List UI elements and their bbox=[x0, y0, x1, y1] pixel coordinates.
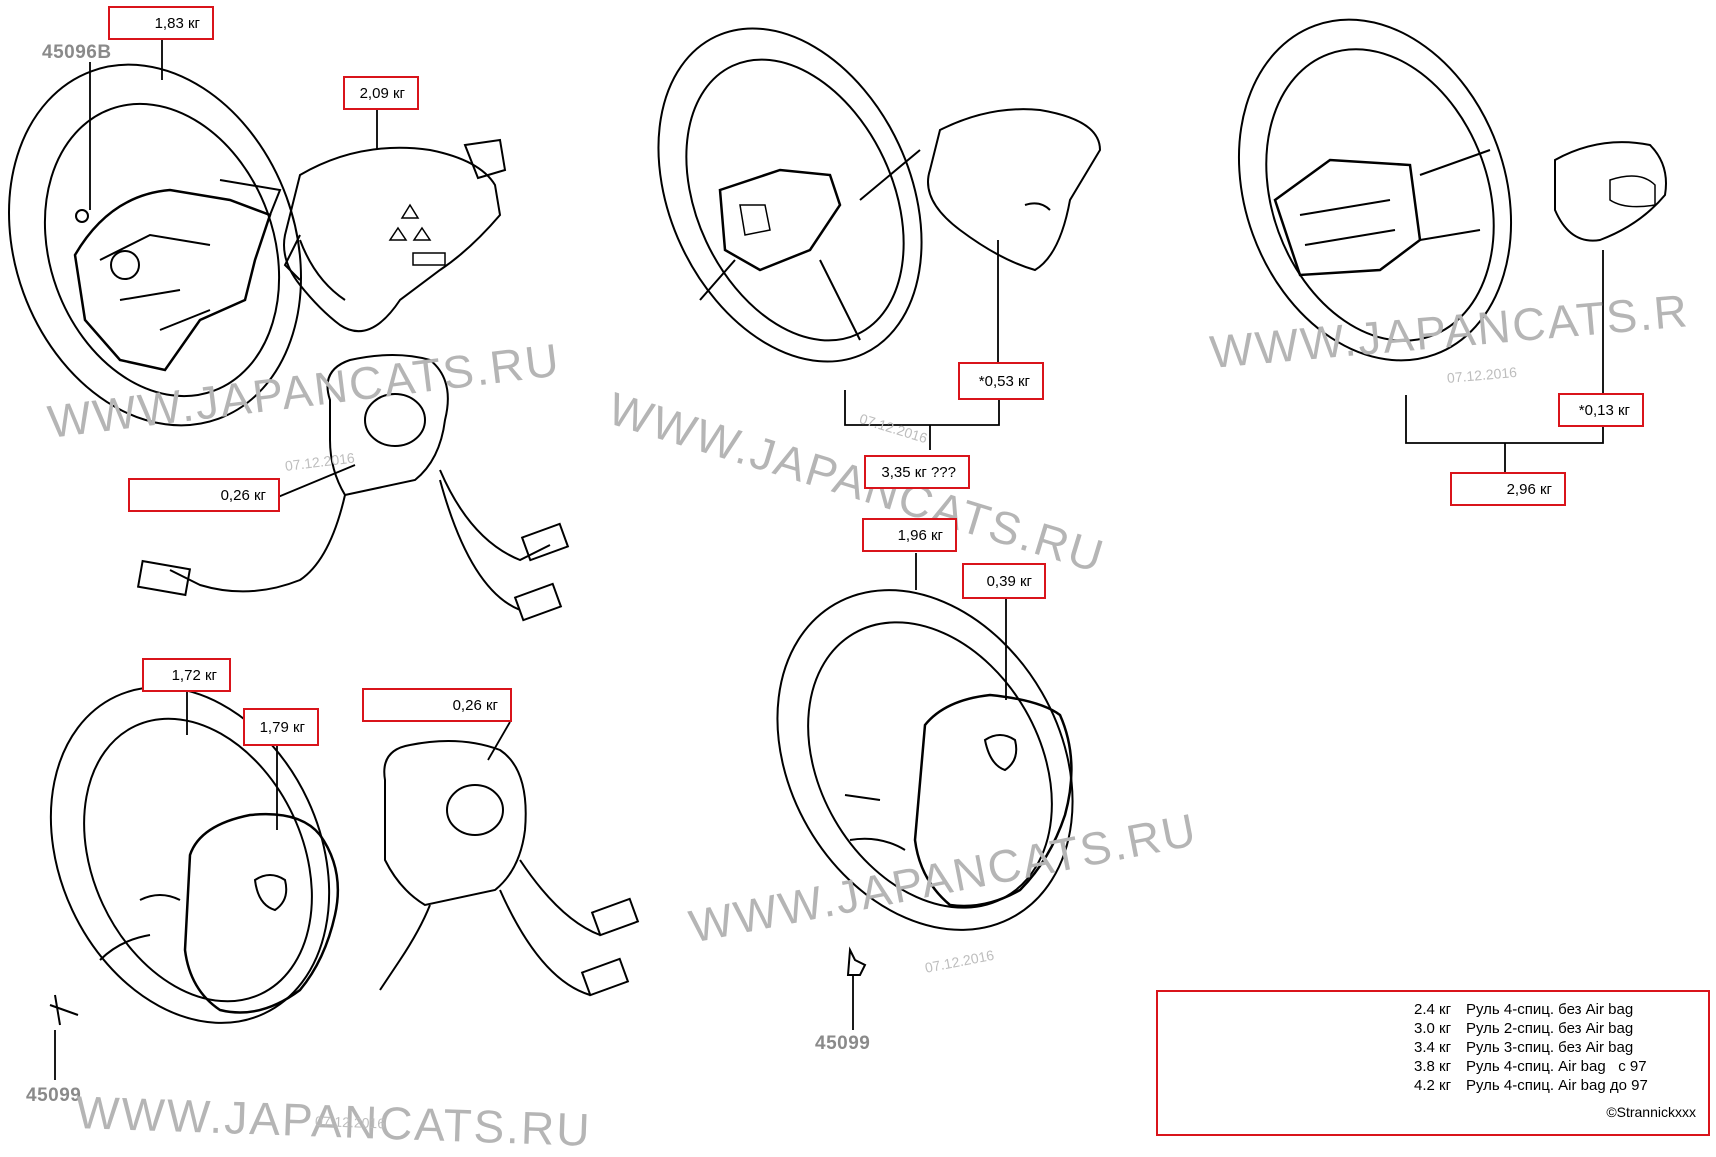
legend-description: Руль 4-спиц. Air bag с 97 bbox=[1466, 1058, 1647, 1075]
part-number-45096b: 45096B bbox=[42, 42, 112, 63]
weight-label-c1: *0,13 кг bbox=[1558, 393, 1644, 427]
legend-weight: 4.2 кг bbox=[1414, 1077, 1452, 1094]
legend-weight: 3.0 кг bbox=[1414, 1020, 1452, 1037]
weight-label-b1: *0,53 кг bbox=[958, 362, 1044, 400]
weight-label-d2: 1,79 кг bbox=[243, 708, 319, 746]
steering-wheel-top-middle bbox=[657, 27, 923, 363]
legend-row: 2.4 кг Руль 4-спиц. без Air bag bbox=[1158, 1000, 1696, 1019]
legend-weight: 3.4 кг bbox=[1414, 1039, 1452, 1056]
airbag-module-top-left bbox=[283, 138, 507, 333]
weight-label-b2: 3,35 кг ??? bbox=[864, 455, 970, 489]
watermark-date-5: 07.12.2016 bbox=[314, 1113, 386, 1132]
legend-row: 3.4 кг Руль 3-спиц. без Air bag bbox=[1158, 1038, 1696, 1057]
weight-label-d1: 1,72 кг bbox=[142, 658, 231, 692]
weight-label-e1: 1,96 кг bbox=[862, 518, 957, 552]
horn-pad-top-middle bbox=[927, 108, 1102, 272]
weight-label-e2: 0,39 кг bbox=[962, 563, 1046, 599]
legend-description: Руль 4-спиц. без Air bag bbox=[1466, 1001, 1634, 1018]
weight-label-a1: 1,83 кг bbox=[108, 6, 214, 40]
steering-wheel-bottom-middle bbox=[776, 589, 1074, 976]
horn-pad-top-right bbox=[1554, 141, 1667, 242]
legend-row: 4.2 кг Руль 4-спиц. Air bag до 97 bbox=[1158, 1076, 1696, 1095]
legend-weight: 2.4 кг bbox=[1414, 1001, 1452, 1018]
steering-wheel-top-right bbox=[1237, 18, 1513, 362]
weight-label-d3: 0,26 кг bbox=[362, 688, 512, 722]
clock-spring-top bbox=[136, 354, 570, 622]
weight-label-c2: 2,96 кг bbox=[1450, 472, 1566, 506]
steering-wheel-top-left bbox=[8, 63, 302, 427]
legend-row: 3.8 кг Руль 4-спиц. Air bag с 97 bbox=[1158, 1057, 1696, 1076]
part-number-45099-middle: 45099 bbox=[815, 1033, 871, 1054]
legend-row: 3.0 кг Руль 2-спиц. без Air bag bbox=[1158, 1019, 1696, 1038]
legend-description: Руль 3-спиц. без Air bag bbox=[1466, 1039, 1634, 1056]
weight-label-a2: 2,09 кг bbox=[343, 76, 419, 110]
legend-weight: 3.8 кг bbox=[1414, 1058, 1452, 1075]
weight-label-a3: 0,26 кг bbox=[128, 478, 280, 512]
copyright-text: ©Strannickxxx bbox=[1606, 1104, 1696, 1120]
clock-spring-bottom bbox=[379, 740, 640, 997]
legend-description: Руль 2-спиц. без Air bag bbox=[1466, 1020, 1634, 1037]
legend-description: Руль 4-спиц. Air bag до 97 bbox=[1466, 1077, 1648, 1094]
steering-wheel-bottom-left bbox=[49, 686, 340, 1026]
weight-legend: 2.4 кг Руль 4-спиц. без Air bag 3.0 кг Р… bbox=[1156, 990, 1710, 1136]
part-number-45099-left: 45099 bbox=[26, 1085, 82, 1106]
